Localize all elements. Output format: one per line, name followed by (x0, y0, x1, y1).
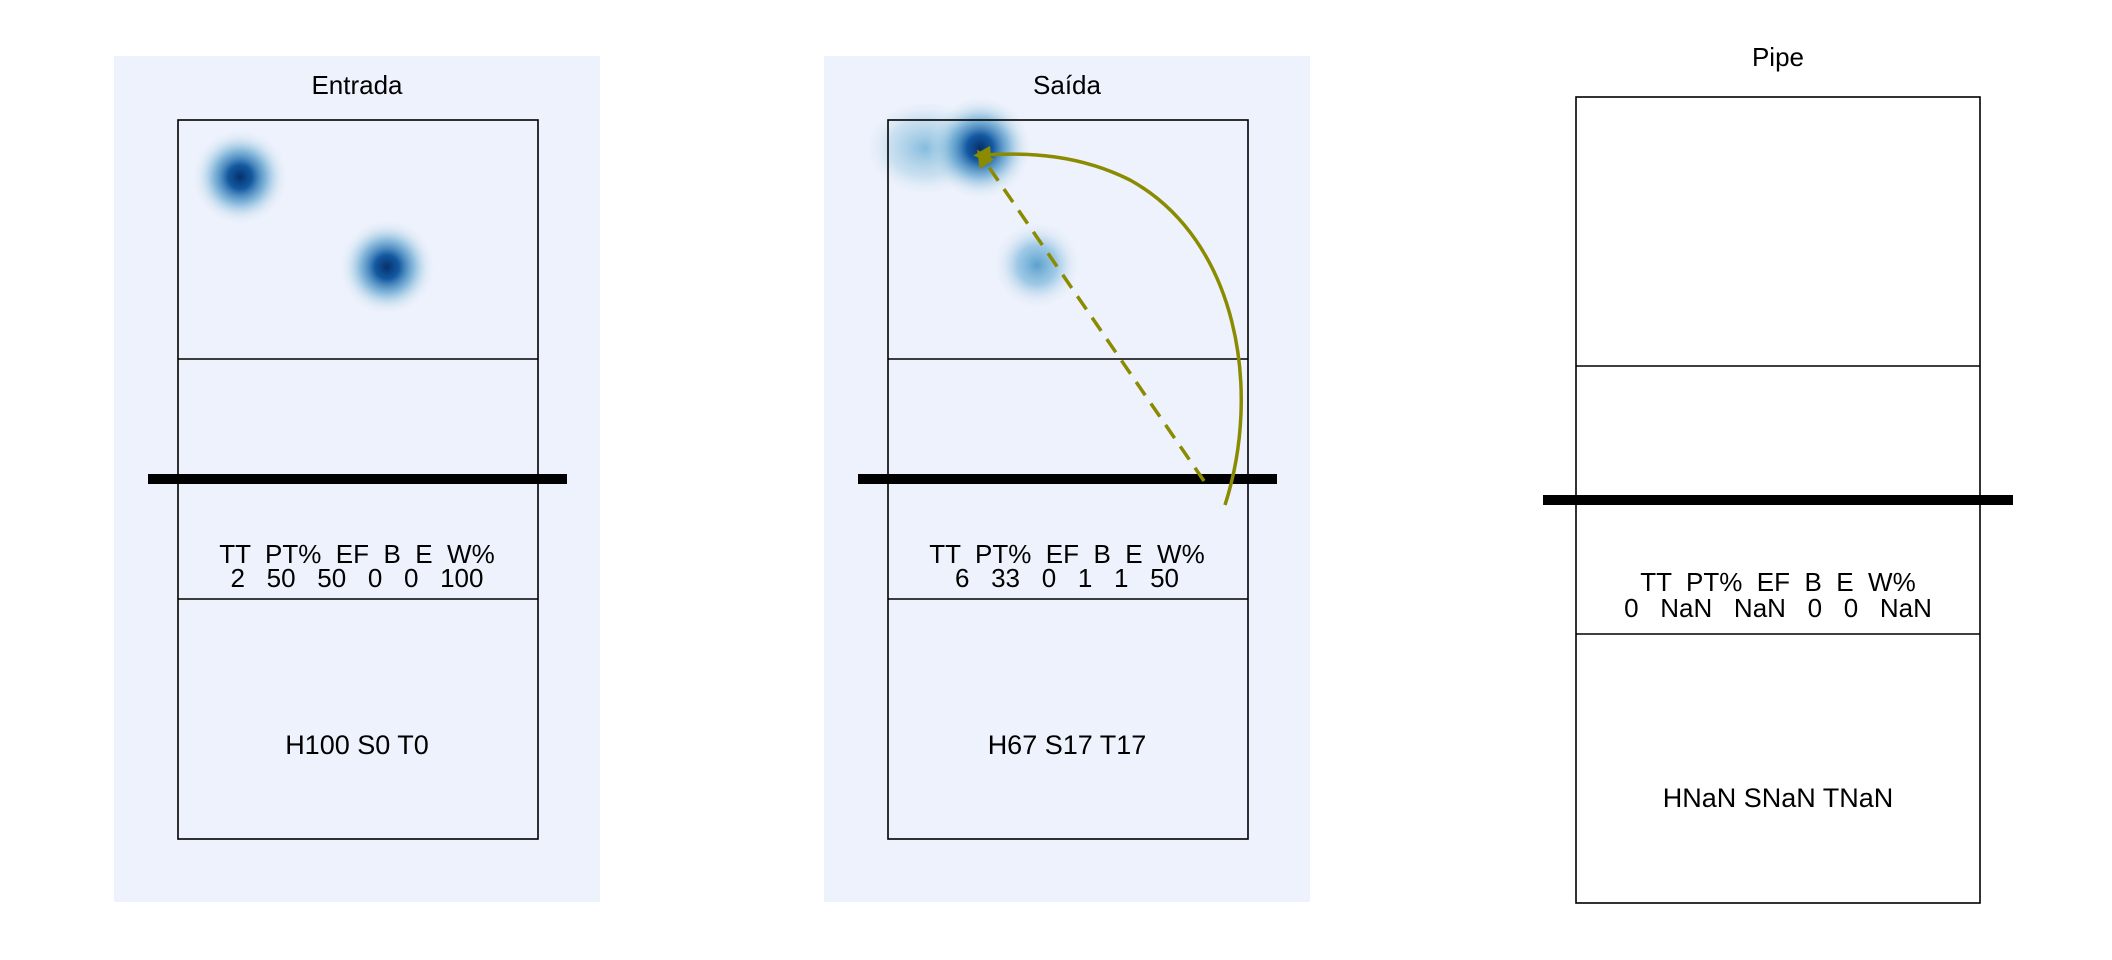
heatmap-spot (928, 96, 1032, 200)
stats-header: TT PT% EF B E W% (1640, 567, 1915, 597)
panel-entrada: Entrada TT PT% EF B E W% 2 50 50 0 0 100… (114, 56, 600, 902)
summary-label: HNaN SNaN TNaN (1663, 783, 1894, 813)
stats-header: TT PT% EF B E W% (929, 539, 1204, 569)
summary-label: H100 S0 T0 (285, 730, 429, 760)
panel-title: Pipe (1752, 42, 1804, 72)
heatmap-spot (993, 221, 1081, 309)
heatmap-spot (192, 129, 288, 225)
stats-header: TT PT% EF B E W% (219, 539, 494, 569)
attack-arrow-dashed (977, 149, 1206, 482)
stats-values: 2 50 50 0 0 100 (231, 563, 484, 593)
panel-title: Saída (1033, 70, 1101, 100)
summary-label: H67 S17 T17 (988, 730, 1147, 760)
panel-saida: Saída TT PT% EF B E W% 6 33 0 1 1 50 H67… (824, 56, 1310, 902)
stats-values: 6 33 0 1 1 50 (955, 563, 1179, 593)
heatmap-spot (339, 219, 435, 315)
panel-pipe: Pipe TT PT% EF B E W% 0 NaN NaN 0 0 NaN … (1543, 42, 2013, 904)
stats-values: 0 NaN NaN 0 0 NaN (1624, 593, 1932, 623)
panel-title: Entrada (311, 70, 403, 100)
attack-arrow-curved (973, 145, 1243, 506)
